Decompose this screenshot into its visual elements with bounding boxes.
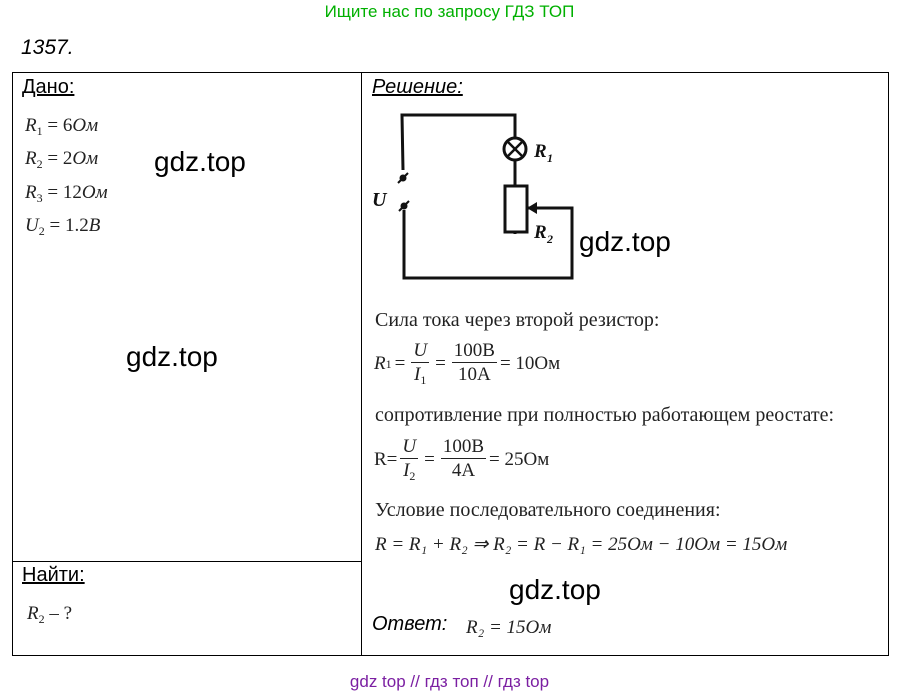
find-title: Найти:: [22, 564, 85, 586]
solution-line-current: Сила тока через второй резистор:: [375, 309, 660, 331]
answer-label: Ответ:: [372, 613, 448, 635]
equation-series: R = R₁ + R₂ ⇒ R₂ = R − R₁ = 25Ом − 10Ом …: [375, 534, 788, 555]
circuit-diagram: U R 1 R 2: [372, 113, 574, 280]
solution-line-series: Условие последовательного соединения:: [375, 499, 721, 521]
table-border-right: [888, 72, 889, 656]
given-item: U2 = 1.2B: [25, 215, 101, 238]
lamp-r1: [502, 136, 528, 162]
given-item: R3 = 12Ом: [25, 182, 108, 205]
table-divider-find: [12, 561, 362, 562]
watermark: gdz.top: [154, 146, 246, 177]
given-item: R2 = 2Ом: [25, 148, 99, 171]
resistor-r2: [503, 184, 529, 234]
footer-links[interactable]: gdz top // гдз топ // гдз top: [349, 672, 550, 691]
label-r1-sub: 1: [547, 151, 553, 165]
voltage-terminals: [397, 172, 410, 212]
solution-line-resistance: сопротивление при полностью работающем р…: [375, 404, 835, 426]
table-border-top: [12, 72, 889, 73]
watermark: gdz.top: [579, 226, 671, 257]
given-item: R1 = 6Ом: [25, 115, 99, 138]
label-r2: R: [533, 222, 547, 243]
slider-arrowhead: [527, 202, 537, 214]
table-border-bottom: [12, 655, 889, 656]
find-value: R2 – ?: [27, 603, 73, 626]
label-r2-sub: 2: [546, 232, 553, 246]
table-divider-vertical: [361, 72, 362, 656]
given-title: Дано:: [22, 76, 75, 98]
watermark: gdz.top: [126, 341, 218, 372]
solution-title: Решение:: [372, 76, 463, 98]
answer-value: R₂ = 15Ом: [466, 617, 552, 638]
header-link[interactable]: Ищите нас по запросу ГДЗ ТОП: [324, 2, 575, 21]
label-r1: R: [533, 141, 547, 162]
problem-number: 1357.: [21, 36, 74, 59]
table-border-left: [12, 72, 13, 656]
watermark: gdz.top: [509, 574, 601, 605]
wire-left-bottom: [402, 206, 574, 280]
wire-top: [400, 113, 517, 171]
label-u: U: [372, 189, 388, 211]
